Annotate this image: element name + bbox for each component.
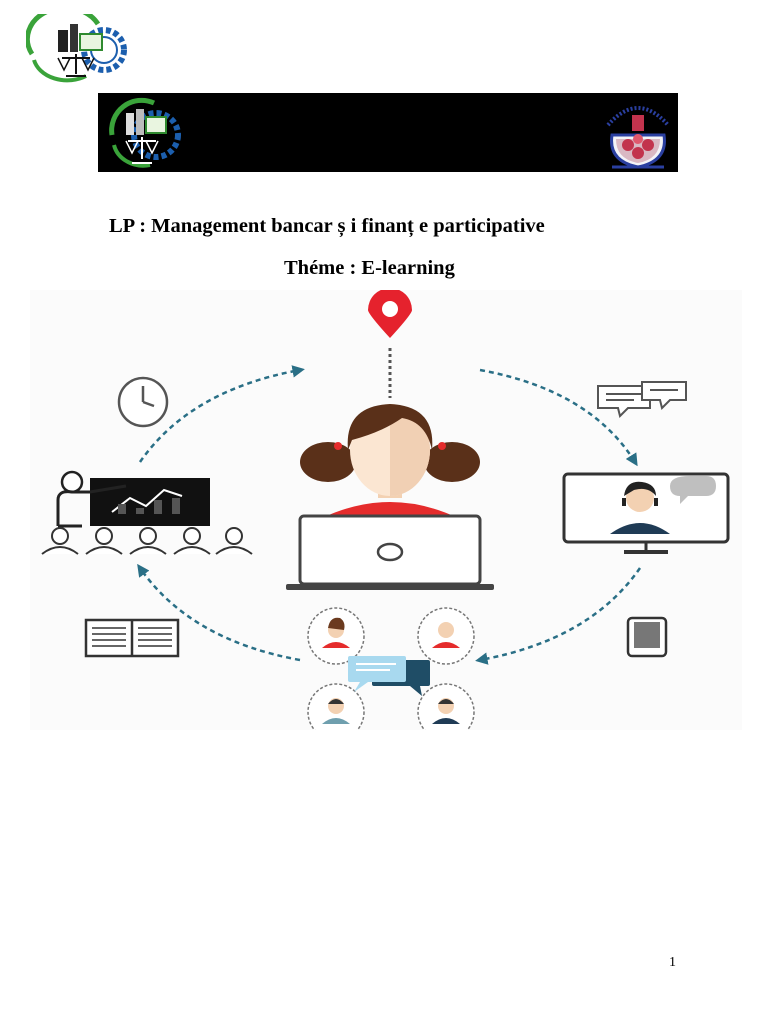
- clock-icon: [117, 376, 169, 428]
- e-learning-illustration: [30, 290, 742, 730]
- video-call-monitor-icon: [562, 472, 730, 554]
- chat-bubbles-icon: [597, 381, 687, 418]
- location-pin-icon: [368, 290, 412, 398]
- tablet-icon: [626, 616, 668, 658]
- document-title: LP : Management bancar ș i finanț e part…: [109, 215, 545, 237]
- institution-logo-icon: [26, 14, 127, 83]
- document-theme: Théme : E-learning: [284, 257, 455, 279]
- university-crest-icon: [606, 106, 670, 169]
- open-book-icon: [84, 618, 180, 658]
- header-banner: [98, 93, 678, 172]
- teacher-presentation-icon: [41, 470, 253, 555]
- institution-logo-icon: [109, 97, 181, 168]
- cycle-arrows: [137, 365, 642, 665]
- student-laptop-icon: [286, 404, 494, 590]
- group-discussion-icon: [307, 607, 475, 730]
- page-number: 1: [669, 955, 676, 970]
